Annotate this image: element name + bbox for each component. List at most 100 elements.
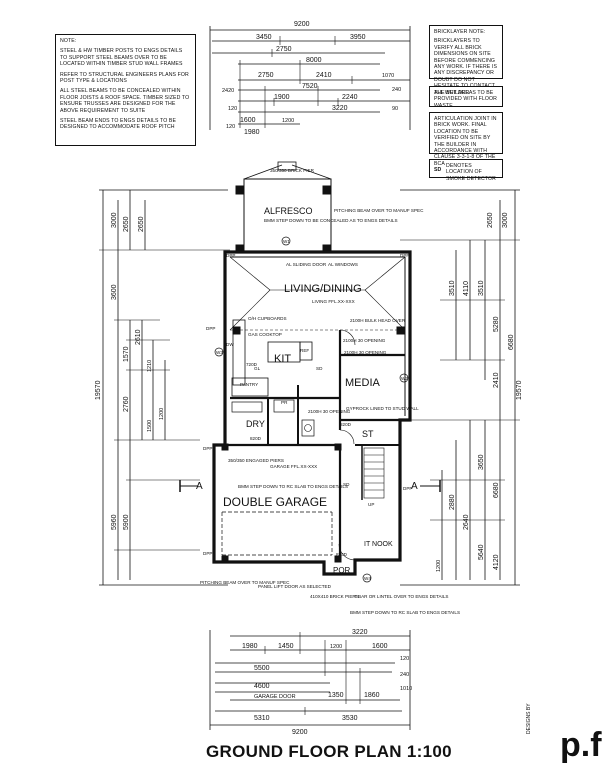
room-double-garage: DOUBLE GARAGE [223,495,327,509]
label-bulkhead: 2100H BULK HEAD OVER [350,318,406,323]
dim-top-i: 1900 [274,94,290,101]
dim-right-h: 2410 [493,372,500,388]
section-marker-right: A [411,481,418,492]
dim-bottom-i: 1350 [328,692,344,699]
label-engaged-piers: 350/350 ENGAGED PIERS [228,458,284,463]
dim-left-c: 2650 [138,216,145,232]
label-gl: GL [254,366,261,371]
label-pitching-beam-bottom: PITCHING BEAM OVER TO MANUF SPEC [200,580,290,585]
alfresco-post-right [322,185,332,195]
label-opening-media: 2100H 30 OPENING [343,338,386,343]
dim-bottom-f: 5500 [254,665,270,672]
dim-right-o: 1200 [436,560,442,572]
label-gas-cooktop: GAS COOKTOP [248,332,282,337]
dim-left-g: 2760 [123,396,130,412]
label-powder-room: PR [281,400,288,405]
dim-bottom-d: 1200 [330,644,342,650]
dim-top-c: 2750 [276,46,292,53]
label-dpp-4: DPP [203,446,212,451]
dim-top-m: 1200 [282,118,294,124]
dim-right-overall: 19570 [516,380,523,400]
label-window-w2: W2 [401,376,408,381]
room-living-dining: LIVING/DINING [284,283,362,295]
dim-bottom-k: 5310 [254,715,270,722]
room-alfresco: ALFRESCO [264,206,313,216]
dim-top-r: 120 [226,124,235,130]
dim-right-b: 2650 [487,212,494,228]
dim-top-j: 2240 [342,94,358,101]
dim-left-h: 5960 [111,514,118,530]
label-opening-kit: 2100H 30 OPENING [344,350,387,355]
kitchen-bench-left [232,319,246,386]
articulation-note: ARTICULATION JOINT IN BRICK WORK. FINAL … [434,116,497,167]
wet-areas-note: ALL WET AREAS TO BE PROVIDED WITH FLOOR … [434,90,497,109]
dim-left-f: 2610 [135,329,142,345]
dim-bottom-g: 4600 [254,683,270,690]
staircase [363,447,385,499]
dim-bottom-c: 3220 [352,629,368,636]
dim-top-q: 240 [392,87,401,93]
dim-bottom-h: GARAGE DOOR [254,694,296,700]
label-dpp-1: DPP [226,253,235,258]
smoke-detector-code: SD [434,167,442,173]
dim-bottom-m: 120 [400,656,409,662]
dim-top-b: 3950 [350,34,366,41]
dim-left-k: 1200 [159,408,165,420]
dim-right-a: 3000 [502,212,509,228]
room-porch: POR [333,566,351,575]
dim-left-overall: 19570 [95,380,102,400]
label-fridge: REF [300,348,309,353]
label-dpp-6: DPP [403,486,412,491]
dim-top-o: 120 [228,106,237,112]
label-opening-dry: 2100H 30 OPENING [308,409,351,414]
label-brick-piers: 410X410 BRICK PIERS [310,594,359,599]
alfresco-post-left [235,185,245,195]
dim-left-b: 2650 [123,216,130,232]
dim-right-e: 3510 [478,280,485,296]
dim-right-c: 3510 [449,280,456,296]
room-dry: DRY [246,419,265,429]
dim-left-d: 3600 [111,284,118,300]
label-window-w3: W3 [216,350,223,355]
structural-notes-box: NOTE: STEEL & HW TIMBER POSTS TO ENGS DE… [55,34,196,146]
dim-bottom-j: 1860 [364,692,380,699]
dim-top-p: 2420 [222,88,234,94]
dim-right-i: 3650 [478,454,485,470]
dim-top-overall: 9200 [294,21,310,28]
dim-bottom-b: 1450 [278,643,294,650]
label-smoke-detector-1: SD [316,366,323,371]
room-store: ST [362,429,374,439]
note-beam-ends: STEEL BEAM ENDS TO ENGS DETAILS TO BE DE… [60,118,177,131]
dim-bottom-l: 3530 [342,715,358,722]
label-pitching-beam-top: PITCHING BEAM OVER TO MANUF SPEC [334,208,424,213]
label-garage-ffl: GARAGE FFL.XX-XXX [270,464,317,469]
label-pantry: PANTRY [240,382,258,387]
label-door-720: 720D [246,362,258,367]
label-beam-step-alfresco: BMM STEP DOWN TO BE CONCEALED AS TO ENGS… [264,218,398,223]
dim-right-g: 6680 [508,334,515,350]
label-sliding-door: AL SLIDING DOOR [286,262,327,267]
bricklayer-heading: BRICKLAYER NOTE: [434,29,486,35]
dim-left-j: 1210 [147,360,153,372]
brick-pier-top [277,161,297,171]
label-door-820b: 820D [336,552,348,557]
label-panel-lift-door: PANEL LIFT DOOR AS SELECTED [258,584,332,589]
wet-areas-note-box: ALL WET AREAS TO BE PROVIDED WITH FLOOR … [429,86,503,109]
label-cupboards: O/H CUPBOARDS [248,316,287,321]
dim-top-h: 7520 [302,83,318,90]
dim-bottom-o: 1010 [400,686,412,692]
dim-top-a: 3450 [256,34,272,41]
designer-byline: DESIGNS BY [526,703,532,734]
label-al-windows: AL WINDOWS [328,262,358,267]
label-window-w4: W4 [364,576,371,581]
note-steel-posts: STEEL & HW TIMBER POSTS TO ENGS DETAILS … [60,48,183,68]
dim-right-d: 4110 [463,281,470,296]
dim-top-n: 1980 [244,129,260,136]
label-gyprock: GYPROCK LINED TO STUD WALL [346,406,419,411]
dim-right-k: 2880 [449,494,456,510]
label-dpp-5: DPP [203,551,212,556]
label-door-820c: 820D [250,436,262,441]
designer-logo: p.f [560,726,602,764]
note-steel-beams: ALL STEEL BEAMS TO BE CONCEALED WITHIN F… [60,88,190,114]
